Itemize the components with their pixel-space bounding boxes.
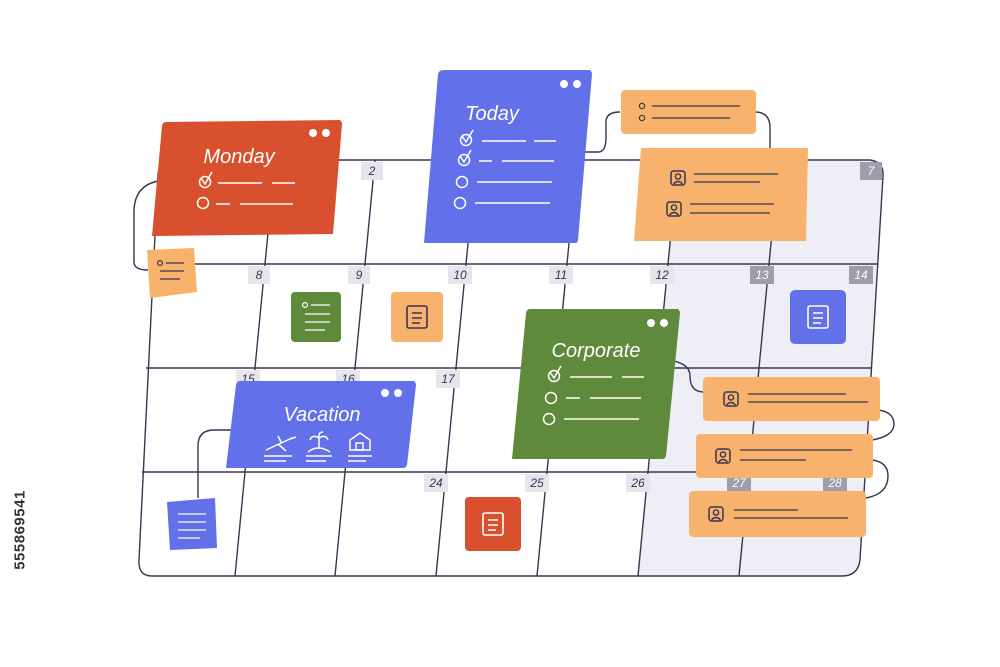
window-dot-icon xyxy=(381,389,389,397)
svg-text:14: 14 xyxy=(854,268,868,282)
note-card-top[interactable] xyxy=(621,90,756,134)
sticky-note-orange-doc[interactable] xyxy=(391,292,443,342)
day-badge-7: 7 xyxy=(860,162,882,180)
checkbox-checked-icon xyxy=(457,149,472,167)
svg-text:28: 28 xyxy=(827,476,842,490)
svg-text:26: 26 xyxy=(630,476,645,490)
connector-lines xyxy=(133,111,895,499)
checkbox-empty-icon xyxy=(453,196,467,210)
day-badge-11: 11 xyxy=(549,266,573,284)
svg-text:27: 27 xyxy=(731,476,747,490)
contact-card-1[interactable] xyxy=(703,377,880,421)
day-badge-13: 13 xyxy=(750,266,774,284)
sticky-note-red-doc[interactable] xyxy=(465,497,521,551)
svg-text:17: 17 xyxy=(441,372,456,386)
window-dot-icon xyxy=(309,129,317,137)
svg-text:13: 13 xyxy=(755,268,769,282)
checkbox-checked-icon xyxy=(547,365,562,383)
svg-text:24: 24 xyxy=(428,476,443,490)
svg-text:2: 2 xyxy=(368,164,376,178)
airplane-icon xyxy=(264,435,297,462)
contact-card-3[interactable] xyxy=(689,491,866,537)
day-badge-26: 26 xyxy=(626,474,650,492)
checkbox-empty-icon xyxy=(196,196,210,210)
checkbox-empty-icon xyxy=(542,412,556,426)
checkbox-empty-icon xyxy=(455,175,469,189)
day-badge-28: 28 xyxy=(823,474,847,492)
svg-text:11: 11 xyxy=(555,268,567,282)
day-badge-10: 10 xyxy=(448,266,472,284)
day-badge-24: 24 xyxy=(424,474,448,492)
sticky-note-blue-list[interactable] xyxy=(167,498,217,550)
today-card[interactable]: Today xyxy=(424,70,592,243)
day-badge-14: 14 xyxy=(849,266,873,284)
sticky-note-green[interactable] xyxy=(291,292,341,342)
corporate-card[interactable]: Corporate xyxy=(512,309,680,459)
house-icon xyxy=(348,432,372,462)
window-dot-icon xyxy=(660,319,668,327)
svg-text:10: 10 xyxy=(453,268,467,282)
contact-card-2[interactable] xyxy=(696,434,873,478)
stock-id-label: 555869541 xyxy=(2,420,38,640)
card-title: Corporate xyxy=(552,340,641,362)
stock-id-text: 555869541 xyxy=(11,490,29,570)
vacation-card[interactable]: Vacation xyxy=(226,381,416,468)
palm-island-icon xyxy=(306,431,332,462)
checkbox-checked-icon xyxy=(198,171,213,189)
checkbox-checked-icon xyxy=(459,129,474,147)
svg-text:9: 9 xyxy=(356,268,363,282)
day-badge-25: 25 xyxy=(525,474,549,492)
day-badge-9: 9 xyxy=(348,266,370,284)
note-card-contacts[interactable] xyxy=(634,148,808,241)
checkbox-empty-icon xyxy=(544,391,558,405)
card-title: Vacation xyxy=(283,404,360,426)
svg-text:8: 8 xyxy=(256,268,263,282)
day-badge-17: 17 xyxy=(436,370,460,388)
svg-text:12: 12 xyxy=(655,268,669,282)
card-title: Monday xyxy=(203,146,275,168)
window-dot-icon xyxy=(322,129,330,137)
monday-card[interactable]: Monday xyxy=(152,120,342,236)
svg-text:7: 7 xyxy=(868,164,876,178)
window-dot-icon xyxy=(560,80,568,88)
window-dot-icon xyxy=(394,389,402,397)
day-badge-27: 27 xyxy=(727,474,751,492)
day-badge-8: 8 xyxy=(248,266,270,284)
day-badge-12: 12 xyxy=(650,266,674,284)
window-dot-icon xyxy=(573,80,581,88)
day-badge-2: 2 xyxy=(361,162,383,180)
sticky-note-orange-small[interactable] xyxy=(147,248,197,298)
window-dot-icon xyxy=(647,319,655,327)
card-title: Today xyxy=(465,103,520,125)
sticky-note-blue-doc[interactable] xyxy=(790,290,846,344)
svg-text:25: 25 xyxy=(529,476,544,490)
